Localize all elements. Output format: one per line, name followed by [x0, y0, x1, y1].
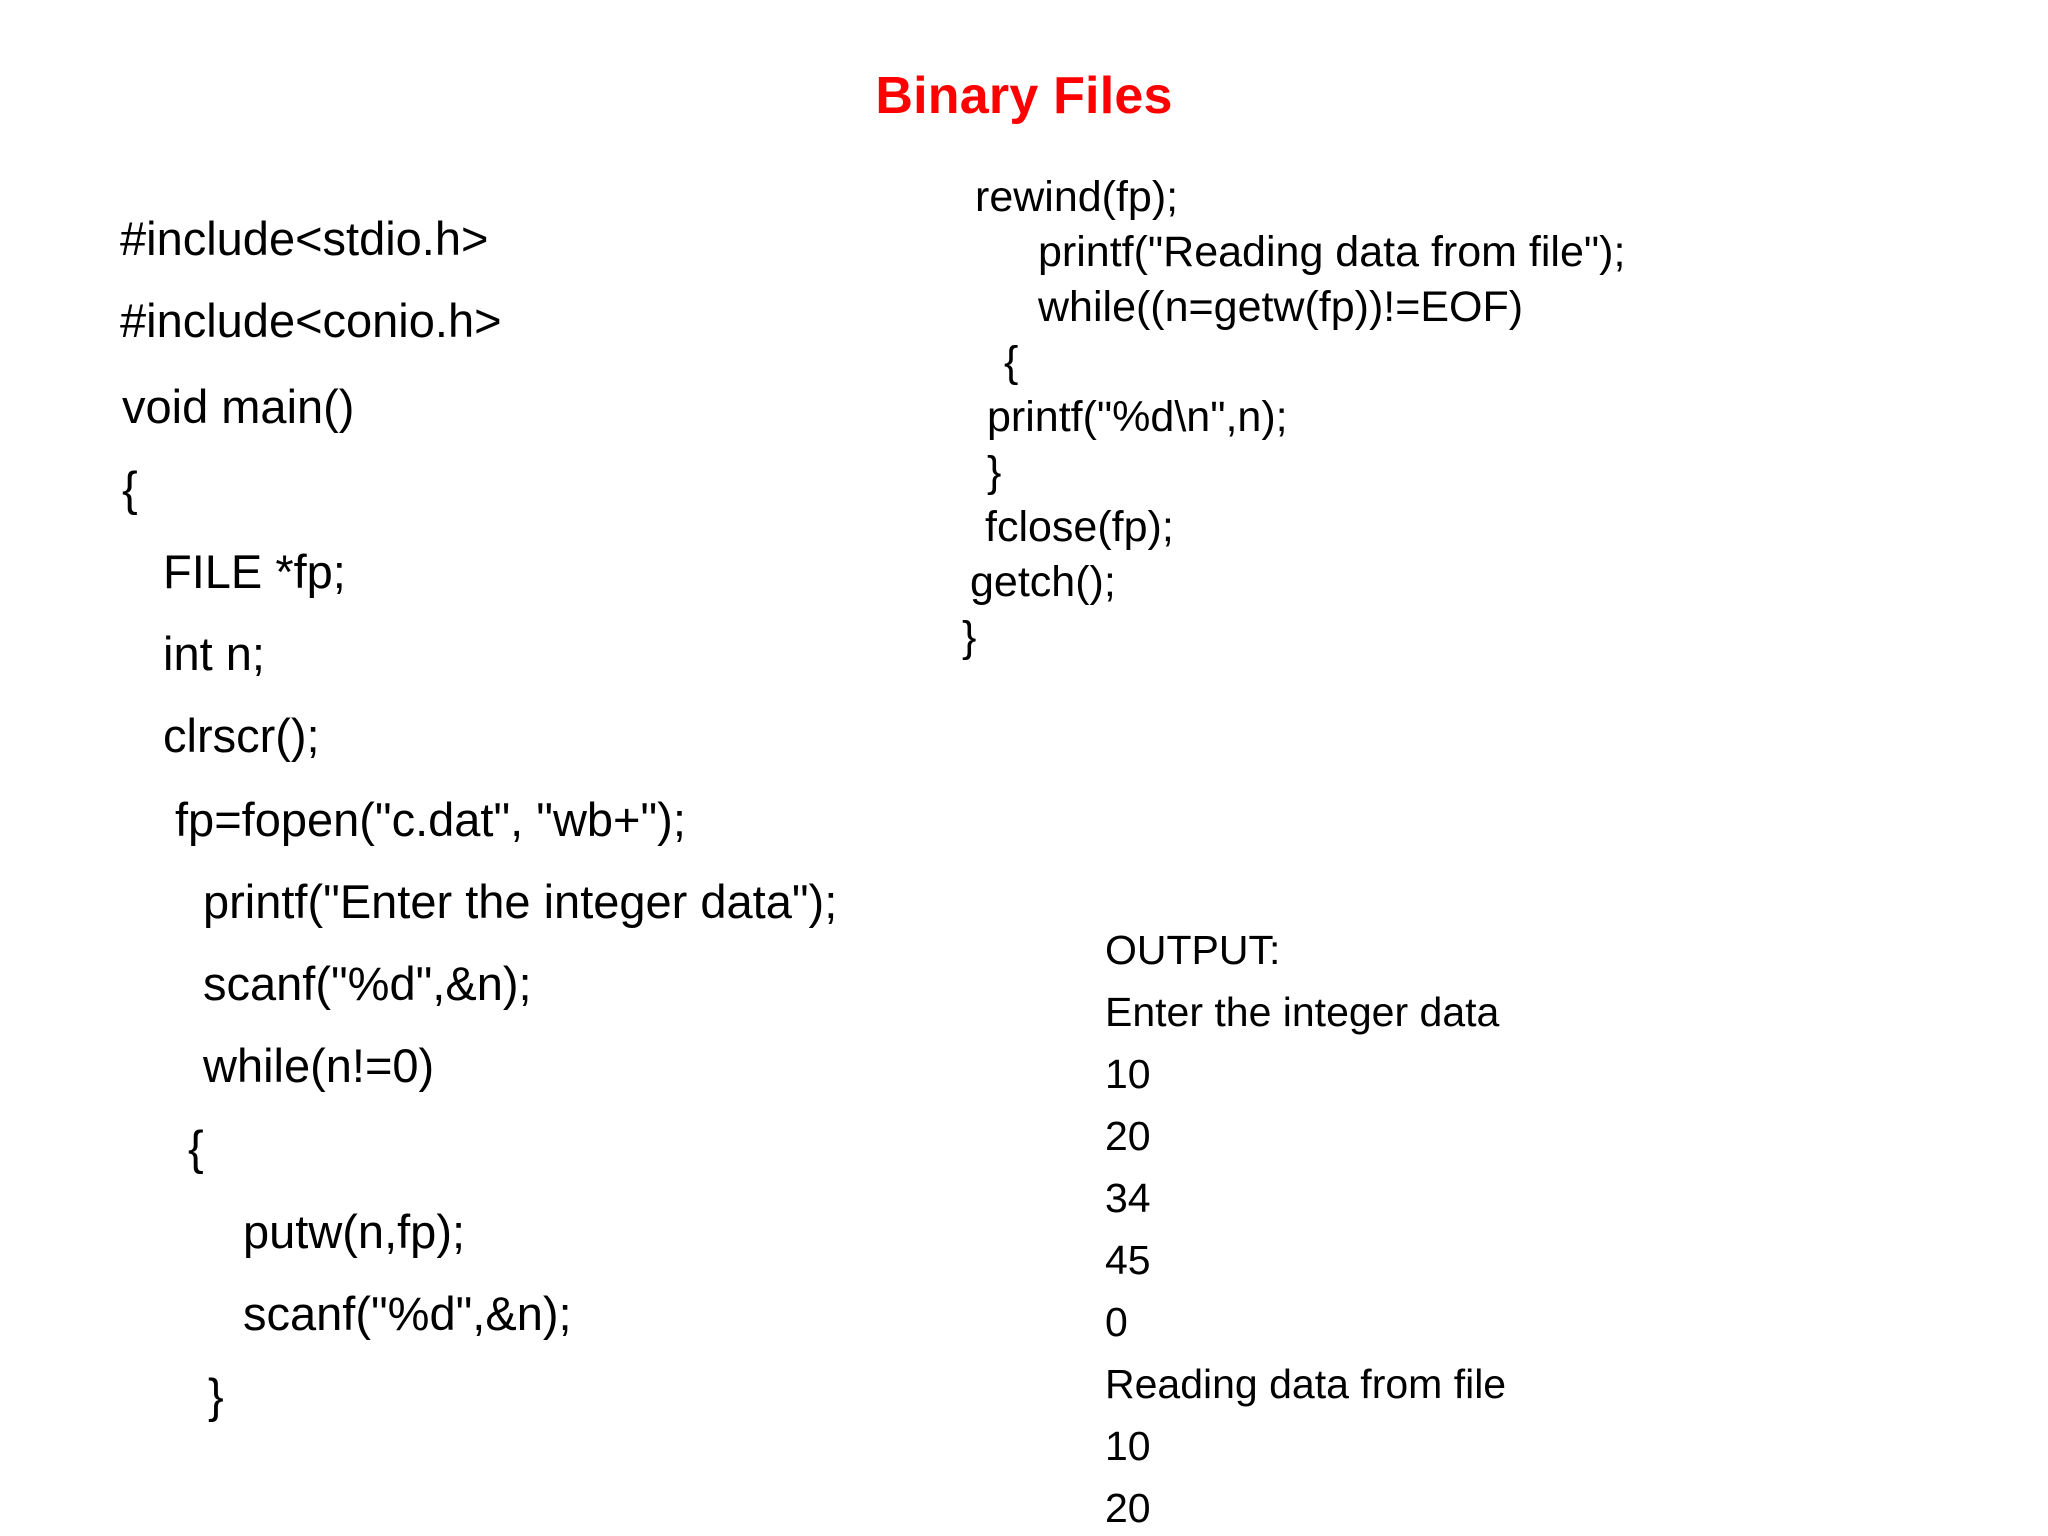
- code-line: }: [962, 613, 977, 661]
- code-line: void main(): [122, 380, 355, 433]
- code-line: }: [987, 448, 1002, 496]
- code-line: fp=fopen("c.dat", "wb+");: [175, 793, 686, 846]
- code-line: {: [188, 1121, 204, 1174]
- output-line: 20: [1105, 1113, 1151, 1159]
- code-line: while(n!=0): [203, 1039, 435, 1092]
- output-line: Enter the integer data: [1105, 989, 1500, 1035]
- code-line: }: [208, 1369, 224, 1422]
- output-label: OUTPUT:: [1105, 927, 1281, 973]
- code-line: printf("Reading data from file");: [1038, 228, 1626, 276]
- code-line: rewind(fp);: [975, 173, 1179, 221]
- page-title: Binary Files: [875, 67, 1173, 125]
- code-line: printf("%d\n",n);: [987, 393, 1288, 441]
- code-line: scanf("%d",&n);: [243, 1287, 572, 1340]
- code-line: printf("Enter the integer data");: [203, 875, 838, 928]
- code-line: FILE *fp;: [163, 545, 346, 598]
- output-line: 34: [1105, 1175, 1151, 1221]
- code-line: fclose(fp);: [985, 503, 1174, 551]
- code-line: putw(n,fp);: [243, 1205, 466, 1258]
- code-line: #include<conio.h>: [120, 294, 502, 347]
- code-line: clrscr();: [163, 709, 320, 762]
- output-line: Reading data from file: [1105, 1361, 1507, 1407]
- code-line: getch();: [970, 558, 1116, 606]
- code-line: {: [1004, 338, 1019, 386]
- output-line: 20: [1105, 1485, 1151, 1531]
- code-line: scanf("%d",&n);: [203, 957, 532, 1010]
- code-line: #include<stdio.h>: [120, 212, 489, 265]
- code-line: int n;: [163, 627, 265, 680]
- output-line: 45: [1105, 1237, 1151, 1283]
- code-line: while((n=getw(fp))!=EOF): [1038, 283, 1524, 331]
- output-line: 10: [1105, 1423, 1151, 1469]
- output-line: 0: [1105, 1299, 1128, 1345]
- code-line: {: [122, 462, 138, 515]
- output-line: 10: [1105, 1051, 1151, 1097]
